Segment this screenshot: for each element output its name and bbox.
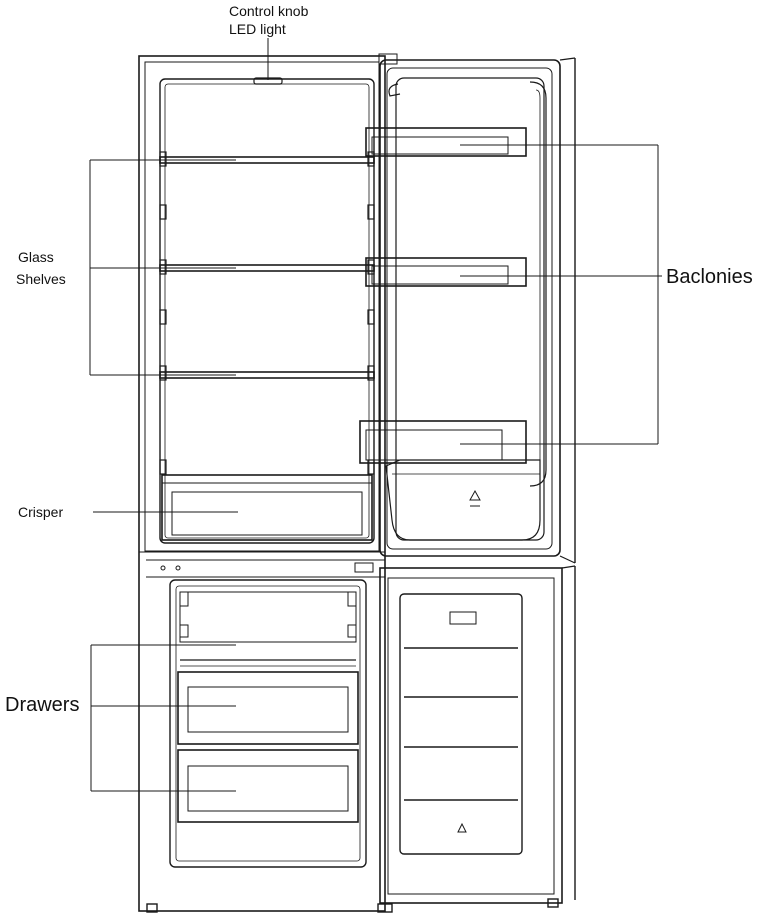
freezer-drawers (177, 671, 359, 823)
freezer-drawer-2 (177, 749, 359, 823)
label-control-knob: Control knob (229, 3, 309, 19)
label-glass: Glass (18, 249, 54, 265)
freezer-door (379, 565, 576, 904)
balcony-middle (365, 257, 527, 287)
fridge-feet (146, 898, 559, 913)
leader-lines (89, 38, 662, 792)
label-led-light: LED light (229, 21, 286, 37)
label-balconies: Baclonies (666, 266, 753, 288)
led-light (253, 77, 283, 85)
balcony-top (365, 127, 527, 157)
label-shelves: Shelves (16, 271, 66, 287)
compartment-divider (139, 551, 385, 578)
crisper-drawer (161, 474, 373, 541)
shelf-supports (159, 151, 375, 475)
door-balconies (359, 127, 527, 464)
freezer-cabinet (169, 579, 367, 868)
label-crisper: Crisper (18, 504, 63, 520)
freezer-control-panel (449, 611, 477, 625)
fridge-door (378, 53, 576, 564)
balcony-bottom (359, 420, 527, 464)
fridge-cabinet (138, 55, 386, 912)
freezer-drawer-1 (177, 671, 359, 745)
label-drawers: Drawers (5, 694, 79, 716)
